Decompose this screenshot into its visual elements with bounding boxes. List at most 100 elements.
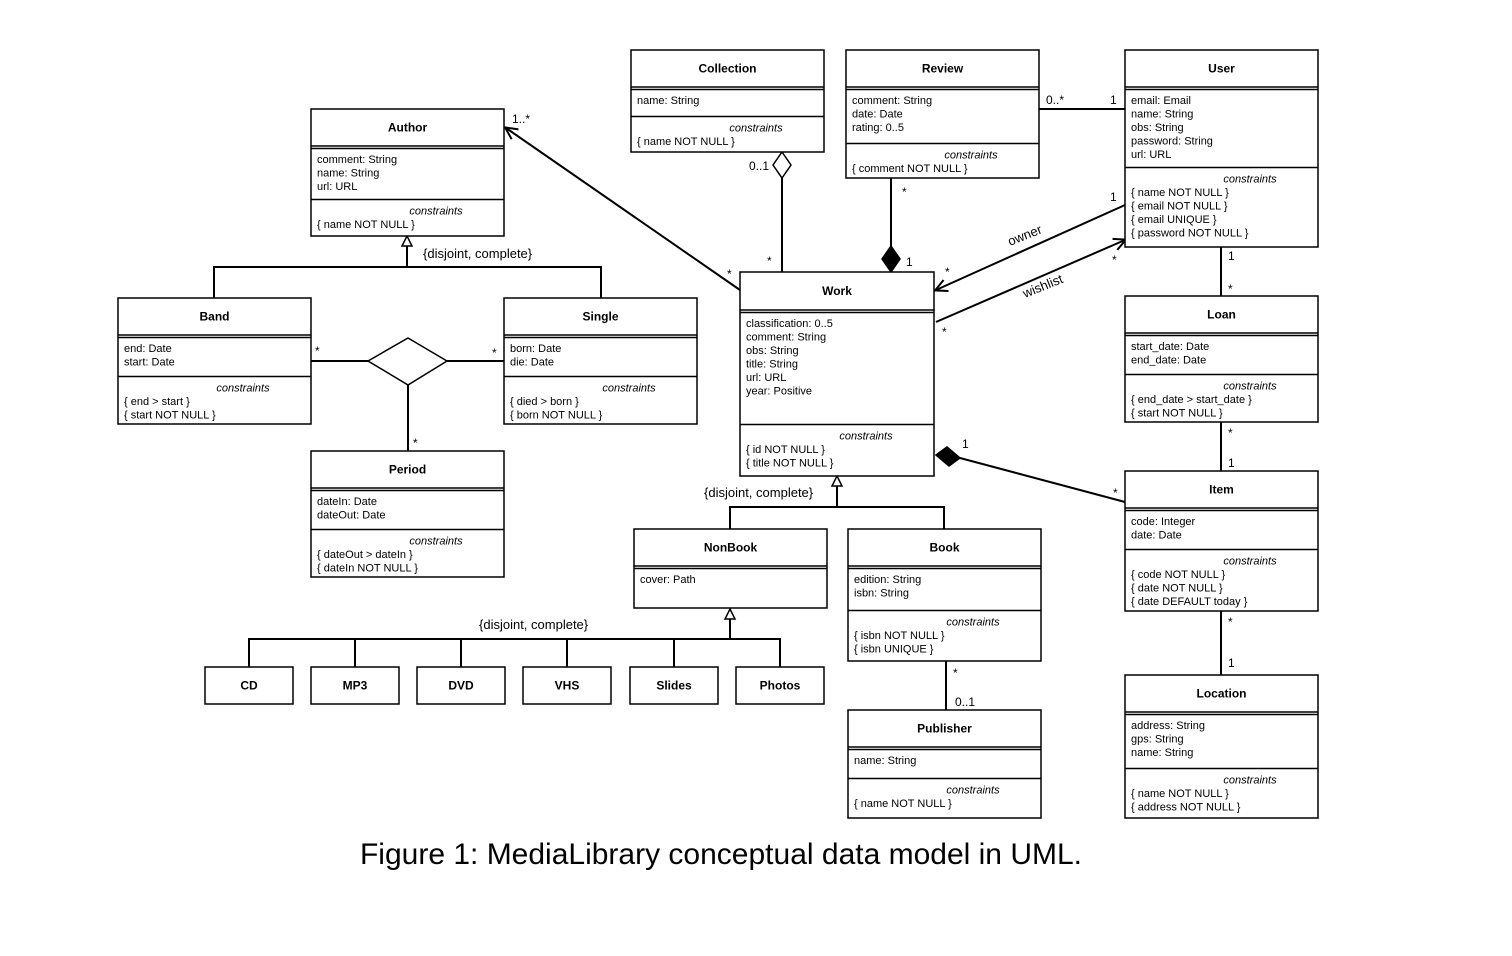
cd-class-frame: [204, 666, 294, 705]
period-attribute: dateIn: Date: [317, 496, 377, 508]
book-attribute: edition: String: [854, 574, 921, 586]
user-class-frame: [1124, 49, 1319, 248]
location-class-frame: [1124, 674, 1319, 819]
loan-constraint: { end_date > start_date }: [1131, 394, 1252, 406]
work-attribute: year: Positive: [746, 386, 812, 398]
publisher-class-name: Publisher: [917, 722, 972, 736]
single-class-frame: [503, 297, 698, 425]
item-class-frame: [1124, 470, 1319, 612]
loan-class-frame: [1124, 295, 1319, 423]
multiplicity-labels: 1..* * 0..1 * * 1 0..* 1 1 * * * 1 * * 1…: [315, 93, 1235, 709]
review-class-frame: [845, 49, 1040, 179]
nonbook-generalization-tree: [248, 638, 781, 667]
band-constraints-title: constraints: [216, 383, 270, 395]
multiplicity: 1: [1110, 190, 1117, 204]
book-class-name: Book: [930, 541, 960, 555]
band-attribute: end: Date: [124, 343, 172, 355]
multiplicity: *: [1113, 486, 1118, 500]
multiplicity: 1: [906, 255, 913, 269]
loan-constraints-title: constraints: [1223, 381, 1277, 393]
work-attribute: comment: String: [746, 332, 826, 344]
author-attribute: url: URL: [317, 181, 357, 193]
nonbook-generalization-triangle: [723, 607, 737, 620]
period-class-name: Period: [389, 463, 426, 477]
book-constraint: { isbn UNIQUE }: [854, 644, 934, 656]
figure-caption: Figure 1: MediaLibrary conceptual data m…: [359, 838, 1083, 871]
user-constraint: { email NOT NULL }: [1131, 201, 1228, 213]
single-constraint: { born NOT NULL }: [510, 410, 603, 422]
item-attribute: date: Date: [1131, 530, 1182, 542]
work-attribute: title: String: [746, 359, 798, 371]
band-constraint: { end > start }: [124, 396, 190, 408]
author-attribute: comment: String: [317, 154, 397, 166]
publisher-class-frame: [847, 709, 1042, 819]
generalization-lines: [213, 234, 945, 667]
location-attribute: gps: String: [1131, 734, 1184, 746]
collection-attribute: name: String: [637, 95, 699, 107]
book-constraints-title: constraints: [946, 617, 1000, 629]
multiplicity: *: [767, 254, 772, 268]
vhs-class-name: VHS: [555, 679, 580, 693]
mp3-class-frame: [310, 666, 400, 705]
user-constraint: { password NOT NULL }: [1131, 228, 1249, 240]
work-constraint: { title NOT NULL }: [746, 458, 834, 470]
publisher-constraint: { name NOT NULL }: [854, 798, 952, 810]
multiplicity: *: [1228, 615, 1233, 629]
slides-class: Slides: [629, 666, 719, 705]
generalization-labels: {disjoint, complete} {disjoint, complete…: [423, 246, 814, 632]
photos-class: Photos: [735, 666, 825, 705]
single-class-name: Single: [582, 310, 618, 324]
multiplicity: 1: [1110, 93, 1117, 107]
loan-constraint: { start NOT NULL }: [1131, 408, 1223, 420]
slides-class-frame: [629, 666, 719, 705]
work-item-composition: [959, 457, 1126, 503]
author-class-frame: [310, 108, 505, 237]
collection-constraints-title: constraints: [729, 123, 783, 135]
work-generalization-label: {disjoint, complete}: [704, 485, 814, 500]
user-attribute: obs: String: [1131, 122, 1184, 134]
location-constraints-title: constraints: [1223, 775, 1277, 787]
composition-diamond-work: [881, 244, 901, 274]
publisher-constraints-title: constraints: [946, 785, 1000, 797]
multiplicity: 0..*: [1046, 93, 1064, 107]
nonbook-generalization-label: {disjoint, complete}: [479, 617, 589, 632]
aggregation-diamond: [772, 150, 792, 180]
location-class-name: Location: [1197, 687, 1247, 701]
work-author-association: [506, 128, 741, 291]
multiplicity: 0..1: [749, 159, 769, 173]
user-attribute: url: URL: [1131, 149, 1171, 161]
nonbook-attribute: cover: Path: [640, 574, 696, 586]
multiplicity: *: [492, 346, 497, 360]
wishlist-association: [935, 240, 1125, 323]
band-attribute: start: Date: [124, 357, 175, 369]
author-generalization-tree: [213, 266, 602, 298]
composition-diamond-item: [934, 446, 962, 467]
review-constraint: { comment NOT NULL }: [852, 163, 968, 175]
mp3-class-name: MP3: [343, 679, 368, 693]
loan-class-name: Loan: [1207, 308, 1236, 322]
work-class-frame: [739, 271, 935, 477]
multiplicity: *: [1112, 253, 1117, 267]
single-attribute: die: Date: [510, 357, 554, 369]
author-constraint: { name NOT NULL }: [317, 219, 415, 231]
dvd-class-frame: [416, 666, 506, 705]
user-attribute: password: String: [1131, 136, 1213, 148]
author-attribute: name: String: [317, 168, 379, 180]
user-constraint: { email UNIQUE }: [1131, 214, 1217, 226]
multiplicity: *: [902, 185, 907, 199]
user-attribute: email: Email: [1131, 95, 1191, 107]
collection-class-name: Collection: [698, 62, 756, 76]
multiplicity: 1: [1228, 656, 1235, 670]
